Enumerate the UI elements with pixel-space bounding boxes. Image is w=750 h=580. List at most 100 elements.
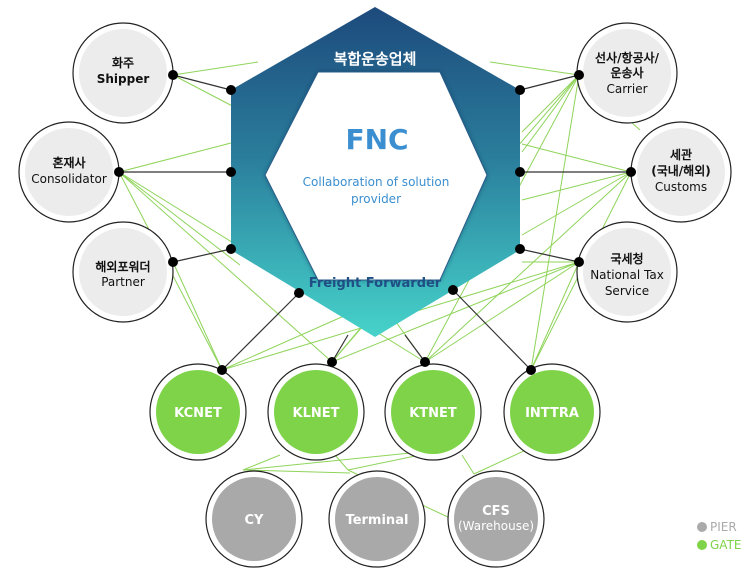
connector-dot (448, 285, 458, 295)
node-nts-label-en2: Service (605, 284, 649, 298)
node-partner-label-en: Partner (101, 275, 145, 289)
gate-link-line (347, 454, 421, 471)
node-customs-label-ko2: (국내/해외) (651, 163, 711, 178)
gate-link-line (489, 61, 580, 76)
gate-link-line (172, 61, 259, 76)
gate-link-line (331, 261, 580, 363)
gate-link-line (424, 171, 632, 363)
node-nts-label-en1: National Tax (590, 268, 664, 282)
node-customs-label-en: Customs (655, 180, 707, 194)
node-partner-label-ko: 해외포워더 (95, 259, 150, 274)
legend-item-pier: PIER (697, 518, 742, 536)
direct-link-line (331, 334, 349, 363)
node-carrier-label-en: Carrier (606, 82, 647, 96)
node-klnet[interactable]: KLNET (267, 363, 365, 461)
node-carrier[interactable]: 선사/항공사/ 운송사 Carrier (576, 22, 678, 124)
gate-link-line (242, 451, 421, 471)
node-consolidator[interactable]: 혼재사 Consolidator (18, 121, 120, 223)
hub-bottom-label: Freight Forwarder (309, 276, 442, 291)
node-cy[interactable]: CY (205, 470, 303, 568)
connector-dot (574, 70, 584, 80)
node-carrier-label-ko1: 선사/항공사/ (595, 50, 660, 65)
gate-link-line (461, 454, 475, 475)
connector-dot (526, 365, 536, 375)
connector-dot (294, 288, 304, 298)
node-shipper-label-en: Shipper (97, 72, 150, 86)
connector-dot (420, 357, 430, 367)
connector-dot (226, 244, 236, 254)
gate-link-line (530, 261, 580, 371)
connector-dot (327, 357, 337, 367)
direct-link-line (172, 248, 232, 263)
hub-subtitle-line1: Collaboration of solution (303, 175, 450, 189)
node-shipper-label-ko: 화주 (112, 55, 134, 70)
gate-link-line (242, 469, 351, 474)
gate-swatch-icon (697, 540, 707, 550)
node-cfs-sublabel: (Warehouse) (458, 519, 534, 533)
node-terminal[interactable]: Terminal (328, 470, 426, 568)
node-kcnet-label: KCNET (174, 406, 222, 421)
connector-dot (574, 257, 584, 267)
node-consolidator-label-en: Consolidator (31, 172, 107, 186)
connector-dot (515, 167, 525, 177)
direct-link-line (404, 334, 426, 363)
direct-link-line (172, 74, 232, 91)
node-national-tax-service[interactable]: 국세청 National Tax Service (576, 221, 678, 323)
legend-pier-label: PIER (710, 520, 737, 534)
legend: PIER GATE (697, 518, 742, 554)
fnc-core-hexagon (264, 71, 488, 281)
node-customs-label-ko1: 세관 (670, 147, 692, 162)
pier-swatch-icon (697, 522, 707, 532)
connector-dot (515, 244, 525, 254)
node-partner[interactable]: 해외포워더 Partner (72, 221, 174, 323)
legend-item-gate: GATE (697, 536, 742, 554)
connector-dot (168, 70, 178, 80)
node-cfs[interactable]: CFS (Warehouse) (447, 470, 545, 568)
node-ktnet[interactable]: KTNET (384, 363, 482, 461)
gate-link-line (242, 454, 281, 471)
gate-link-line (118, 171, 333, 363)
hub-subtitle-line2: provider (351, 192, 401, 206)
direct-link-line (221, 292, 300, 371)
gate-link-line (172, 261, 223, 371)
hub-title: FNC (345, 123, 408, 156)
node-customs[interactable]: 세관 (국내/해외) Customs (630, 121, 732, 223)
gate-link-line (118, 142, 232, 173)
direct-link-line (519, 74, 580, 91)
gate-link-line (530, 74, 580, 371)
gate-link-line (521, 143, 632, 173)
node-consolidator-label-ko: 혼재사 (52, 155, 85, 170)
gate-link-line (521, 171, 632, 236)
gate-link-line (473, 449, 527, 475)
gate-link-line (521, 74, 580, 153)
connector-dot (217, 365, 227, 375)
gate-link-line (521, 171, 632, 201)
legend-gate-label: GATE (710, 538, 742, 552)
gate-link-line (521, 74, 580, 133)
connector-dot (626, 167, 636, 177)
node-cy-label: CY (245, 513, 265, 528)
node-cfs-label: CFS (482, 504, 510, 519)
node-nts-label-ko: 국세청 (610, 251, 643, 266)
node-inttra[interactable]: INTTRA (503, 363, 601, 461)
connector-dot (226, 85, 236, 95)
connector-dots (114, 70, 636, 375)
connector-dot (226, 167, 236, 177)
node-shipper[interactable]: 화주 Shipper (72, 22, 174, 124)
node-kcnet[interactable]: KCNET (149, 363, 247, 461)
connector-dot (114, 167, 124, 177)
gate-link-line (118, 171, 241, 266)
gate-link-line (172, 74, 241, 111)
direct-link-line (452, 289, 532, 371)
node-ktnet-label: KTNET (409, 406, 457, 421)
direct-link-line (519, 248, 580, 263)
gate-link-line (334, 454, 349, 471)
node-terminal-label: Terminal (346, 513, 409, 528)
node-carrier-label-ko2: 운송사 (610, 65, 643, 80)
gate-link-line (424, 261, 580, 363)
node-klnet-label: KLNET (293, 406, 340, 421)
direct-links (119, 74, 631, 371)
connector-dot (168, 257, 178, 267)
connector-dot (515, 85, 525, 95)
